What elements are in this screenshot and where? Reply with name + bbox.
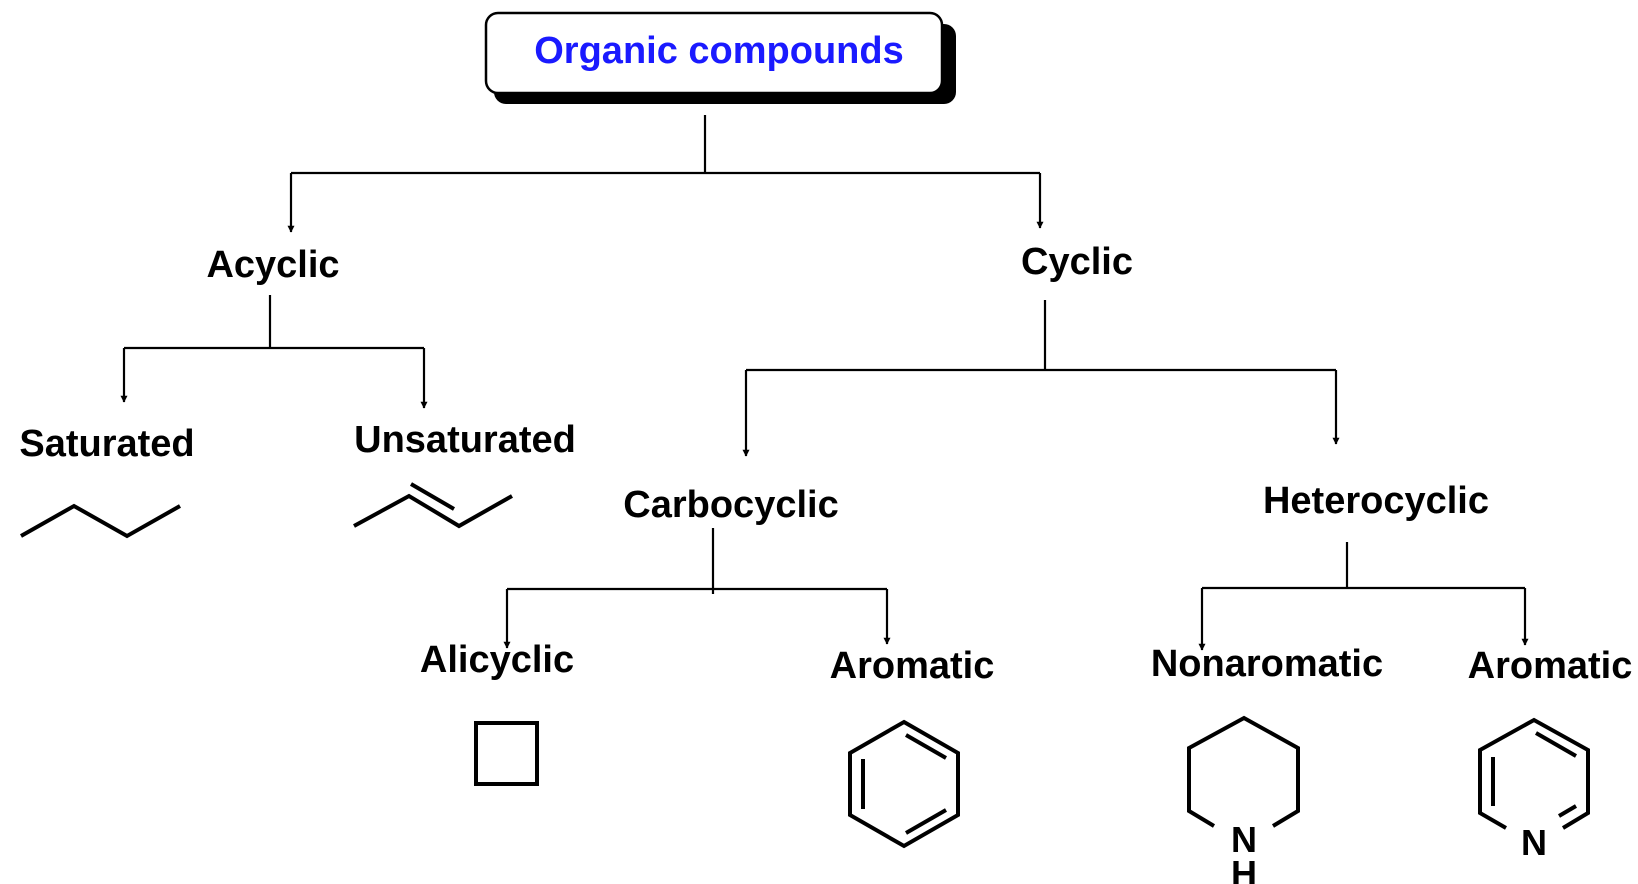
pyridine-nitrogen: N — [1521, 822, 1547, 863]
cyclobutane-structure — [474, 721, 539, 786]
node-acyclic: Acyclic — [206, 244, 339, 286]
node-heterocyclic: Heterocyclic — [1263, 480, 1489, 522]
node-saturated: Saturated — [19, 423, 194, 465]
root-node: Organic compounds — [484, 11, 956, 104]
benzene-structure — [848, 719, 960, 849]
node-nonaromatic: Nonaromatic — [1151, 643, 1383, 685]
node-aromatic-heterocyclic: Aromatic — [1468, 645, 1633, 687]
node-aromatic-carbocyclic: Aromatic — [830, 645, 995, 687]
connector-root — [287, 115, 1044, 233]
piperidine-hydrogen: H — [1231, 853, 1257, 884]
connector-acyclic — [120, 295, 428, 409]
node-alicyclic: Alicyclic — [420, 639, 574, 681]
piperidine-structure: N H — [1187, 715, 1300, 884]
node-unsaturated: Unsaturated — [354, 419, 576, 461]
node-cyclic: Cyclic — [1021, 241, 1133, 283]
butene-structure — [353, 482, 513, 529]
node-carbocyclic: Carbocyclic — [623, 484, 838, 526]
connector-heterocyclic — [1198, 542, 1529, 651]
butane-structure — [20, 503, 181, 539]
pyridine-structure: N — [1478, 717, 1590, 863]
root-label: Organic compounds — [534, 30, 903, 72]
piperidine-nitrogen: N — [1231, 819, 1257, 860]
connector-cyclic — [742, 300, 1340, 457]
connector-carbocyclic — [503, 528, 891, 649]
